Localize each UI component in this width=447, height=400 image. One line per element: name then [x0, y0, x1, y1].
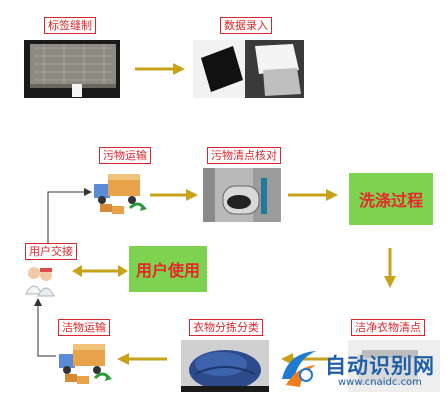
watermark-title: 自动识别网 [325, 354, 435, 378]
photo-dirty-check [203, 168, 281, 222]
label-tag-sewing: 标签缝制 [44, 17, 96, 34]
icon-dirty-transport-truck-icon [90, 168, 148, 218]
label-clean-transport: 洁物运输 [58, 319, 110, 336]
label-user-handover: 用户交接 [25, 243, 77, 260]
label-dirty-check: 污物清点核对 [207, 147, 281, 164]
watermark-logo-icon [276, 345, 322, 391]
label-sorting: 衣物分拣分类 [189, 319, 263, 336]
box-washing: 洗涤过程 [349, 173, 433, 225]
label-dirty-transport: 污物运输 [99, 147, 151, 164]
photo-sorting [181, 340, 269, 392]
icon-clean-transport-truck-icon [55, 340, 113, 386]
label-clean-count: 洁净衣物清点 [351, 319, 425, 336]
arrow-double-use [72, 265, 128, 277]
photo-clean-count [348, 340, 440, 392]
connector-clean-to-user [34, 298, 56, 357]
arrow-down-washing [384, 248, 396, 288]
photo-data-entry [193, 40, 304, 98]
label-data-entry: 数据录入 [220, 17, 272, 34]
arrow-right-3 [288, 189, 338, 201]
arrow-left-1 [117, 353, 167, 365]
photo-tag-sewing [24, 40, 120, 98]
user-icon [23, 264, 57, 298]
box-user-use: 用户使用 [129, 246, 207, 292]
watermark-url: www.cnaidc.com [338, 377, 422, 388]
arrow-right-1 [135, 63, 185, 75]
arrow-right-2 [150, 189, 198, 201]
connector-user-to-dirty-transport [47, 188, 92, 244]
